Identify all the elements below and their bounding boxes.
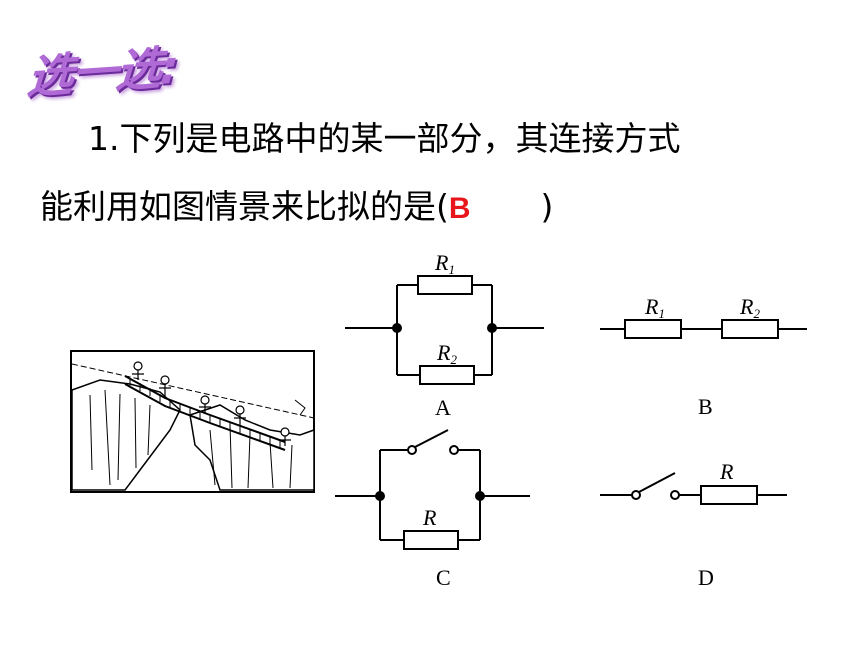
resistor-r1-label: R1 bbox=[644, 294, 665, 321]
question-text-2: 能利用如图情景来比拟的是( bbox=[40, 187, 449, 226]
question-line-1: 1.下列是电路中的某一部分，其连接方式 bbox=[88, 112, 681, 160]
resistor-label: R bbox=[719, 459, 734, 484]
resistor-r1-label: R1 bbox=[434, 250, 455, 277]
question-line-2: 能利用如图情景来比拟的是(B) bbox=[40, 180, 553, 228]
bridge-scene-illustration bbox=[70, 350, 315, 493]
resistor-r2-label: R2 bbox=[436, 340, 457, 367]
circuit-diagram-b: R1 R2 B bbox=[600, 294, 807, 419]
option-b-label: B bbox=[698, 394, 713, 419]
option-c-label: C bbox=[436, 565, 451, 590]
question-text-1: 下列是电路中的某一部分，其连接方式 bbox=[119, 119, 681, 158]
answer-text: B bbox=[448, 192, 471, 225]
option-a-label: A bbox=[435, 395, 451, 420]
circuit-diagram-a: R1 R2 A bbox=[345, 250, 544, 420]
resistor-r2-label: R2 bbox=[739, 294, 760, 321]
circuit-diagram-c: R C bbox=[335, 429, 530, 590]
circuit-diagram-d: R D bbox=[600, 459, 787, 590]
section-heading: 选一选: bbox=[25, 39, 179, 105]
resistor-label: R bbox=[422, 505, 437, 530]
question-number: 1. bbox=[88, 119, 120, 158]
question-close-paren: ) bbox=[540, 187, 554, 226]
option-d-label: D bbox=[698, 565, 714, 590]
